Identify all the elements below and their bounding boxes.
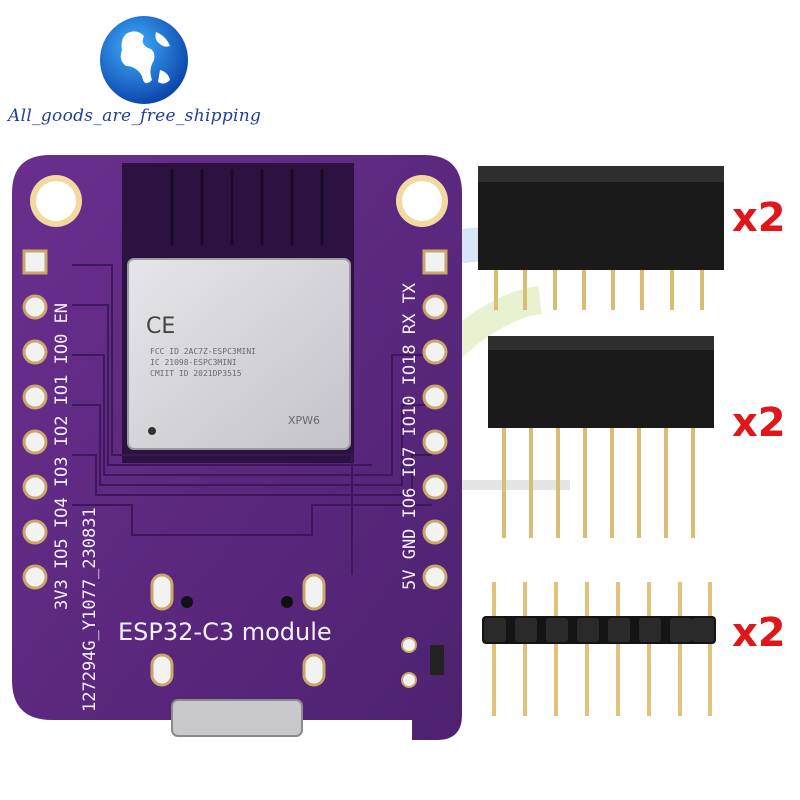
- right-pin-labels: 5V GND IO6 IO7 IO10 IO18 RX TX: [400, 282, 420, 590]
- esp32-c3-board: [12, 155, 462, 740]
- shield-line: CMIIT ID 2021DP3515: [150, 369, 242, 378]
- left-pin-labels: 3V3 IO5 IO4 IO3 IO2 IO1 IO0 EN: [52, 302, 72, 610]
- board-id-text: 127294G_Y1077_230831: [80, 507, 100, 712]
- quantity-label: x2: [732, 610, 786, 656]
- shield-line: FCC ID 2AC7Z-ESPC3MINI: [150, 347, 256, 356]
- board-title: ESP32-C3 module: [118, 618, 332, 646]
- quantity-label: x2: [732, 400, 786, 446]
- ce-mark: CE: [146, 314, 176, 339]
- chip-code: XPW6: [288, 414, 321, 427]
- male-header: [482, 582, 716, 716]
- shield-line: IC 21098-ESPC3MINI: [150, 358, 237, 367]
- female-header-short: [478, 166, 724, 310]
- store-name: All_goods_are_free_shipping: [8, 106, 262, 126]
- globe-icon: [100, 16, 188, 104]
- female-header-long: [488, 336, 714, 538]
- quantity-label: x2: [732, 195, 786, 241]
